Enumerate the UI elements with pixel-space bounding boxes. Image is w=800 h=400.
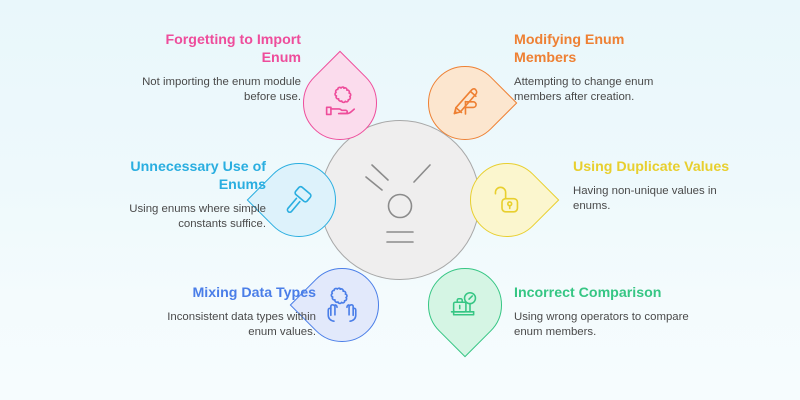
description-unnecessary-use-of-enums: Using enums where simple constants suffi… <box>129 203 266 231</box>
pin-mixing-data-types[interactable] <box>289 252 395 358</box>
label-mixing-data-types: Mixing Data Types Inconsistent data type… <box>150 284 316 341</box>
description-using-duplicate-values: Having non-unique values in enums. <box>573 185 717 213</box>
center-hub-circle <box>320 120 480 280</box>
description-incorrect-comparison: Using wrong operators to compare enum me… <box>514 311 689 339</box>
center-idea-icon <box>320 120 480 280</box>
pin-unnecessary-use-of-enums[interactable] <box>246 147 352 253</box>
two-hands-holding-puzzle-piece-icon <box>305 268 379 342</box>
label-forgetting-to-import-enum: Forgetting to Import Enum Not importing … <box>135 31 301 106</box>
title-modifying-enum-members: Modifying Enum Members <box>514 32 625 66</box>
pin-forgetting-to-import-enum[interactable] <box>287 50 393 156</box>
description-forgetting-to-import-enum: Not importing the enum module before use… <box>142 76 301 104</box>
weighing-scale-icon <box>428 268 502 342</box>
hand-holding-puzzle-piece-icon <box>303 66 377 140</box>
pin-incorrect-comparison[interactable] <box>412 252 518 358</box>
title-forgetting-to-import-enum: Forgetting to Import Enum <box>165 32 301 66</box>
description-mixing-data-types: Inconsistent data types within enum valu… <box>167 311 316 339</box>
pin-modifying-enum-members[interactable] <box>412 50 518 156</box>
open-padlock-icon <box>470 163 544 237</box>
title-mixing-data-types: Mixing Data Types <box>192 285 316 301</box>
label-modifying-enum-members: Modifying Enum Members Attempting to cha… <box>514 31 689 106</box>
label-unnecessary-use-of-enums: Unnecessary Use of Enums Using enums whe… <box>100 158 266 233</box>
title-incorrect-comparison: Incorrect Comparison <box>514 285 662 301</box>
pencil-edit-icon <box>428 66 502 140</box>
pin-using-duplicate-values[interactable] <box>454 147 560 253</box>
title-using-duplicate-values: Using Duplicate Values <box>573 159 730 175</box>
hammer-icon <box>262 163 336 237</box>
label-incorrect-comparison: Incorrect Comparison Using wrong operato… <box>514 284 689 341</box>
title-unnecessary-use-of-enums: Unnecessary Use of Enums <box>130 159 266 193</box>
label-using-duplicate-values: Using Duplicate Values Having non-unique… <box>573 158 748 215</box>
description-modifying-enum-members: Attempting to change enum members after … <box>514 76 654 104</box>
